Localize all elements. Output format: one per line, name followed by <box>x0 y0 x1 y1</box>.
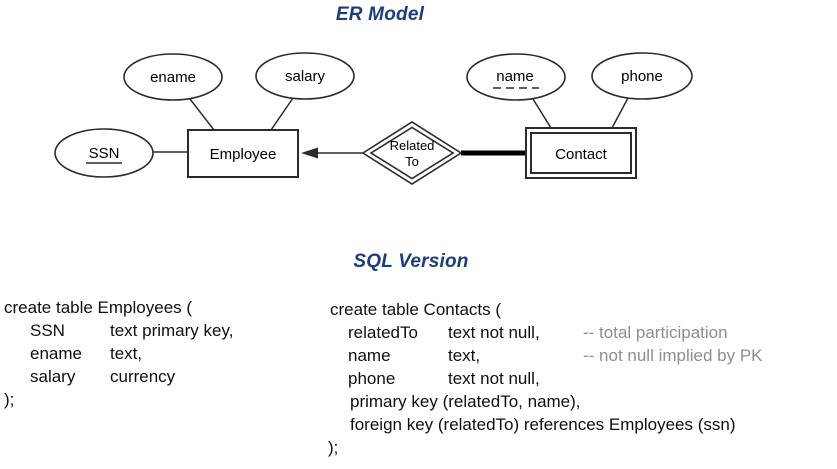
relationship-diamond-outer <box>361 121 463 185</box>
column-name: relatedTo <box>348 323 418 342</box>
connector-phone-contact <box>611 97 629 129</box>
entity-employee-box <box>187 129 299 178</box>
column-name: SSN <box>30 321 65 340</box>
sql-comment: -- total participation <box>583 323 728 342</box>
column-name: name <box>348 346 391 365</box>
column-type: text, <box>448 346 481 365</box>
entity-contact-label: Contact <box>555 146 608 163</box>
attribute-label-phone: phone <box>621 68 663 85</box>
sql-constraint-line: primary key (relatedTo, name), <box>350 392 581 411</box>
column-type: text not null, <box>448 369 540 388</box>
connector-name-contact <box>532 98 552 129</box>
attribute-ellipse-ssn <box>54 128 154 178</box>
sql-column-row: relatedTo text not null, -- total particip… <box>325 321 736 344</box>
relationship-diamond-inner <box>369 126 455 180</box>
sql-employees-block: create table Employees ( SSN text primary… <box>4 296 233 411</box>
sql-contacts-block: create table Contacts ( relatedTo text no… <box>325 298 763 459</box>
sql-close-line: ); <box>4 390 15 409</box>
column-name: salary <box>30 367 76 386</box>
sql-column-row: phone text not null, <box>325 367 736 390</box>
er-model-title: ER Model <box>335 4 425 25</box>
attribute-ellipse-phone <box>591 52 693 100</box>
relationship-label-line1: Related <box>390 138 435 153</box>
column-name: phone <box>348 369 396 388</box>
column-name: ename <box>30 344 82 363</box>
attribute-ellipse-ename <box>123 53 223 101</box>
sql-close-line: ); <box>328 438 339 457</box>
column-type: currency <box>110 367 176 386</box>
attribute-ellipse-name <box>466 53 566 101</box>
sql-column-row: SSN text primary key, <box>4 319 233 342</box>
attribute-label-name: name <box>496 68 534 85</box>
sql-column-row: salary currency <box>4 365 233 388</box>
attribute-label-ssn: SSN <box>89 145 120 162</box>
column-type: text, <box>110 344 143 363</box>
attribute-label-salary: salary <box>285 68 326 85</box>
connector-salary-employee <box>270 97 294 131</box>
er-diagram: ename salary SSN name phone Employee Con… <box>54 52 693 185</box>
sql-create-line: create table Contacts ( <box>330 300 502 319</box>
sql-comment: -- not null implied by PK <box>583 346 763 365</box>
sql-version-title: SQL Version <box>353 251 469 272</box>
sql-create-line: create table Employees ( <box>4 298 193 317</box>
entity-contact-box-inner <box>530 132 632 174</box>
arrowhead-marker <box>301 147 318 159</box>
column-type: text primary key, <box>110 321 234 340</box>
sql-column-row: name text, -- not null implied by PK <box>325 344 763 367</box>
sql-constraint-line: foreign key (relatedTo) references Emplo… <box>350 415 736 434</box>
attribute-label-ename: ename <box>150 69 196 86</box>
entity-contact-box-outer <box>525 127 637 179</box>
relationship-label-line2: To <box>405 154 419 169</box>
attribute-ellipse-salary <box>255 52 355 100</box>
entity-employee-label: Employee <box>210 146 277 163</box>
column-type: text not null, <box>448 323 540 342</box>
sql-column-row: ename text, <box>4 342 233 365</box>
connector-ename-employee <box>189 98 215 131</box>
